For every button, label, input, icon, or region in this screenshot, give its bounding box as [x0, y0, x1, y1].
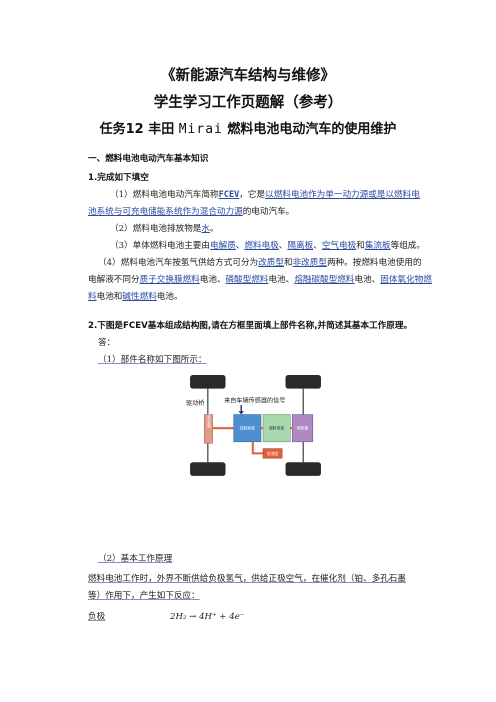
box-drive-system — [204, 414, 213, 444]
p4-answer-non-reforming: 非改质型 — [292, 258, 327, 268]
p4-text-h: 电池、 — [199, 275, 226, 285]
title-task: 任务12 丰田 Mirai 燃料电池电动汽车的使用维护 — [0, 118, 496, 137]
p4-answer-solid-oxide: 固体氧化物燃 — [380, 275, 432, 285]
p4-answer-alkaline: 碱性燃料 — [122, 292, 157, 302]
box-battery-pack-label: 电池组 — [267, 451, 279, 456]
p1-text-f: 的电动汽车。 — [242, 207, 295, 217]
p1-answer-definition-2: 池系统与可充电储能系统作为混合动力源 — [88, 207, 243, 217]
title-book: 《新能源汽车结构与维修》 — [161, 68, 335, 84]
p1-text-c: ，它是 — [239, 190, 266, 200]
answer-label: 答： — [98, 338, 116, 348]
box-battery-pack — [262, 448, 283, 459]
sub-heading-1: （1）部件名称如下图所示： — [98, 354, 207, 366]
question-2-heading: 2.下图是FCEV基本组成结构图,请在方框里面填上部件名称,并简述其基本工作原理… — [88, 321, 413, 331]
question-1-heading: 1.完成如下填空 — [88, 173, 149, 183]
box-fuel-tank-label: 燃料箱 — [297, 426, 309, 431]
p1-answer-definition-1: 以燃料电池作为单一动力源或是以燃料电 — [265, 190, 420, 200]
sub-heading-1-text: （1）部件名称如下图所示： — [98, 355, 207, 365]
negative-electrode-reaction: 负极 2H₂ → 4H⁺ + 4e⁻ — [88, 611, 244, 623]
p2-answer-water: 水 — [201, 224, 211, 234]
p4-text-o: 电池和 — [96, 292, 123, 302]
p4-answer-solid-oxide-cont: 料 — [88, 292, 97, 302]
p3-answer-fuel-electrode: 燃料电极 — [244, 241, 279, 251]
p3-answer-air-electrode: 空气电极 — [321, 241, 357, 251]
title-task-suffix: 燃料电池电动汽车的使用维护 — [227, 122, 397, 137]
box-control-system-label: 控制系统 — [240, 426, 255, 431]
para-4-line-2: 电解液不同分质子交换膜燃料电池、磷酸型燃料电池、熔融碳酸型燃料电池、固体氧化物燃 — [88, 274, 432, 286]
box-control-system — [233, 414, 262, 443]
p4-text-j: 电池、 — [268, 275, 295, 285]
rear-right-tire — [285, 462, 321, 476]
signal-arrow-head — [238, 411, 244, 415]
p3-text-a: （3）单体燃料电池主要由 — [110, 241, 210, 251]
p3-answer-separator: 隔离板 — [287, 241, 314, 251]
title-task-mirai: Mirai — [178, 122, 223, 137]
p4-text-a: （4）燃料电池汽车按氢气供给方式可分为 — [98, 258, 259, 268]
para-1-line-1: （1）燃料电池电动汽车简称FCEV，它是以燃料电池作为单一动力源或是以燃料电 — [110, 189, 420, 201]
box-drive-system-label: 驱动系统 — [206, 415, 210, 429]
p4-and: 和 — [283, 258, 293, 268]
principle-line-2: 等）作用下，产生如下反应： — [88, 590, 200, 602]
para-4-line-1: （4）燃料电池汽车按氢气供给方式可分为改质型和非改质型两种。按燃料电池使用的 — [98, 257, 422, 269]
p4-text-l: 电池、 — [354, 275, 381, 285]
p4-text-e: 两种。按燃料电池使用的 — [326, 258, 422, 268]
line-control-battery — [251, 441, 264, 455]
sub-heading-2: （2）基本工作原理 — [98, 553, 172, 565]
principle-line-1-text: 燃料电池工作时，外界不断供给负极氢气，供给正极空气，在催化剂（铂、多孔石墨 — [88, 574, 406, 584]
p3-sep-3: 、 — [313, 241, 322, 251]
p2-text-a: （2）燃料电池排放物是 — [110, 224, 202, 234]
principle-line-1: 燃料电池工作时，外界不断供给负极氢气，供给正极空气，在催化剂（铂、多孔石墨 — [88, 573, 406, 585]
sub-heading-2-text: （2）基本工作原理 — [98, 554, 173, 564]
label-sensor-signal: 来自车辆传感器的信号 — [224, 396, 285, 404]
para-3: （3）单体燃料电池主要由电解质、燃料电极、隔离板、空气电极和集流板等组成。 — [110, 240, 425, 252]
label-drive-axle: 驱动桥 — [186, 399, 204, 407]
title-worksheet: 学生学习工作页题解（参考） — [153, 95, 343, 111]
p3-sep-1: 、 — [235, 241, 245, 251]
p3-answer-collector: 集流板 — [364, 241, 391, 251]
front-right-tire — [285, 375, 321, 389]
rear-left-tire — [190, 462, 226, 476]
p3-answer-electrolyte: 电解质 — [210, 241, 236, 251]
para-1-line-2: 池系统与可充电储能系统作为混合动力源的电动汽车。 — [88, 206, 294, 218]
para-2: （2）燃料电池排放物是水。 — [110, 223, 219, 235]
p1-answer-fcev: FCEV — [218, 190, 240, 200]
p3-and: 和 — [356, 241, 365, 251]
negative-electrode-label: 负极 — [88, 612, 106, 622]
p4-answer-molten-carbonate: 熔融碳酸型燃料 — [294, 275, 355, 285]
p4-answer-reforming: 改质型 — [258, 258, 284, 268]
box-fuel-cell — [262, 414, 291, 443]
section-heading-1: 一、燃料电池电动汽车基本知识 — [88, 154, 209, 164]
title-task-prefix: 任务12 丰田 — [99, 122, 175, 137]
box-fuel-cell-label: 燃料电池 — [269, 426, 284, 431]
p3-text-end: 等组成。 — [390, 241, 425, 251]
p4-answer-phosphoric: 磷酸型燃料 — [225, 275, 269, 285]
p4-text-f: 电解液不同分 — [88, 275, 140, 285]
front-left-tire — [190, 375, 226, 389]
p2-text-c: 。 — [210, 224, 219, 234]
negative-electrode-equation: 2H₂ → 4H⁺ + 4e⁻ — [170, 612, 245, 622]
p4-text-q: 电池。 — [156, 292, 183, 302]
fcev-structure-diagram: 驱动桥 来自车辆传感器的信号 驱动系统 控制系统 燃料电池 燃料箱 电池组 — [186, 375, 321, 476]
p1-text-a: （1）燃料电池电动汽车简称 — [110, 190, 219, 200]
p4-answer-pem: 质子交换膜燃料 — [139, 275, 200, 285]
p3-sep-2: 、 — [278, 241, 288, 251]
para-4-line-3: 料电池和碱性燃料电池。 — [88, 291, 183, 303]
principle-line-2-text: 等）作用下，产生如下反应： — [88, 591, 200, 601]
